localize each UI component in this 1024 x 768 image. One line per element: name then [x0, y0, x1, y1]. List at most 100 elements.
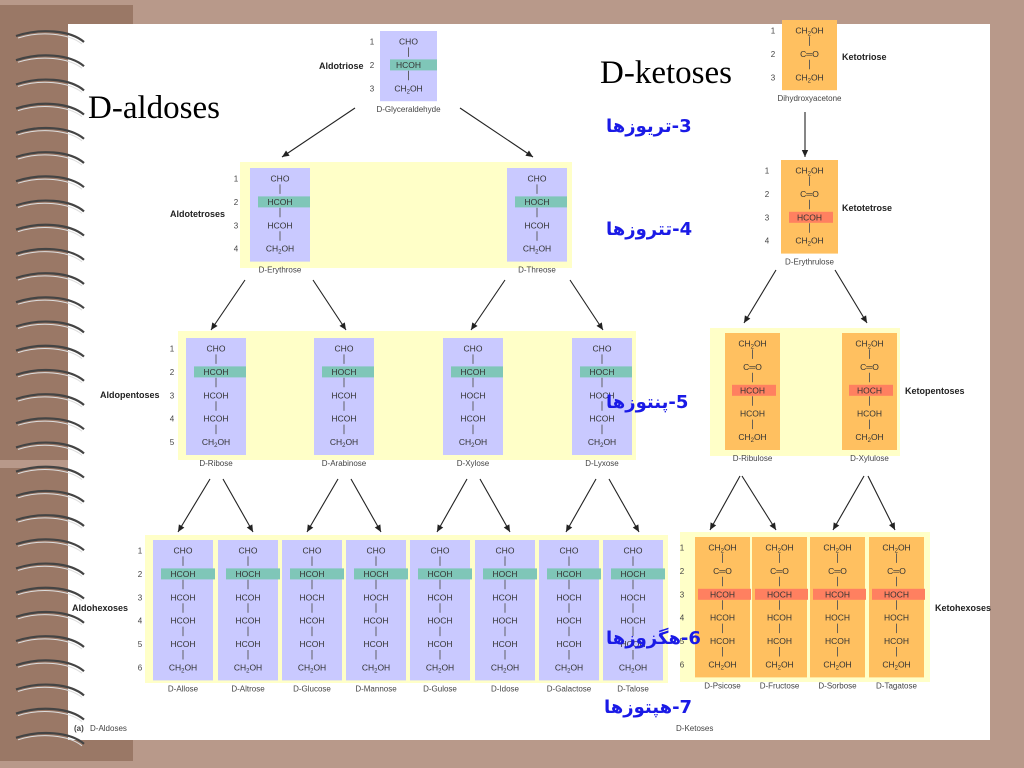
spiral-coil — [15, 320, 85, 334]
structure-row: HCOH — [427, 639, 452, 649]
arrowhead — [211, 322, 218, 330]
structure-row: CH2OH — [765, 660, 793, 672]
structure-row: CH2OH — [823, 543, 851, 555]
carbon-number: 2 — [771, 50, 776, 59]
structure-row: HCOH — [492, 592, 517, 602]
aldotriose-label: Aldotriose — [319, 61, 364, 71]
spiral-coil-highlight — [17, 251, 83, 263]
structure-row: CH2OH — [795, 72, 823, 84]
carbon-number: 3 — [765, 213, 770, 222]
structure-row: CH2OH — [855, 339, 883, 351]
structure-row: CH2OH — [523, 244, 551, 256]
structure-row: HOCH — [620, 592, 645, 602]
spiral-coil — [15, 344, 85, 358]
structure-name: D-Talose — [617, 684, 649, 693]
arrow-line — [834, 269, 868, 324]
spiral-coil — [15, 731, 85, 745]
structure-row: C═O — [800, 189, 819, 199]
structure-row: CHO — [239, 546, 258, 556]
arrow-line — [470, 279, 506, 331]
structure-row: CHO — [207, 344, 226, 354]
hexoses-label: 6-هگزوزها — [606, 628, 701, 649]
structure-row: CHO — [593, 344, 612, 354]
structure-row: HCOH — [170, 616, 195, 626]
structure-row: CH2OH — [882, 543, 910, 555]
highlight-band — [483, 568, 537, 580]
spiral-coil — [15, 223, 85, 237]
structure-row: C═O — [887, 566, 906, 576]
carbon-number: 5 — [138, 640, 143, 649]
spiral-coil-highlight — [17, 590, 83, 601]
structure-row: HOCH — [524, 197, 549, 207]
structure-row: CHO — [174, 546, 193, 556]
spiral-coil-highlight — [17, 299, 83, 311]
structure-row: CH2OH — [795, 236, 823, 248]
spiral-coil — [15, 441, 85, 455]
arrow-line — [867, 475, 896, 531]
carbon-number: 1 — [138, 547, 143, 556]
structure-row: HCOH — [620, 639, 645, 649]
structure-row: CH2OH — [738, 432, 766, 444]
structure-row: C═O — [713, 566, 732, 576]
carbon-number: 2 — [370, 61, 375, 70]
structure-row: CH2OH — [588, 437, 616, 449]
arrow-line — [312, 279, 347, 331]
structure-row: HOCH — [620, 616, 645, 626]
structure-row: CH2OH — [266, 244, 294, 256]
arrowhead — [307, 524, 314, 532]
spiral-coil-highlight — [17, 686, 83, 698]
spiral-coil — [15, 368, 85, 382]
structure-row: HCOH — [267, 220, 292, 230]
spiral-coil — [15, 151, 85, 164]
structure-row: HOCH — [556, 616, 581, 626]
structure-row: CHO — [399, 37, 418, 47]
structure-row: HOCH — [363, 592, 388, 602]
structure-row: HCOH — [556, 569, 581, 579]
structure-row: HOCH — [589, 390, 614, 400]
spiral-coil — [15, 489, 85, 503]
carbon-number: 3 — [170, 391, 175, 400]
spiral-coil-highlight — [17, 57, 83, 69]
spiral-coil-highlight — [17, 662, 83, 674]
structure-name: D-Glyceraldehyde — [376, 105, 441, 114]
highlight-band — [418, 568, 472, 580]
structure-row: HCOH — [460, 414, 485, 424]
structure-box — [782, 20, 837, 91]
arrowhead — [801, 150, 809, 157]
spiral-coil — [15, 247, 85, 261]
spiral-coil — [15, 54, 85, 68]
carbon-number: 3 — [370, 84, 375, 93]
structure-row: HOCH — [767, 589, 792, 599]
carbon-number: 3 — [138, 593, 143, 602]
structure-row: HCOH — [460, 367, 485, 377]
carbon-number: 1 — [234, 175, 239, 184]
carbon-number: 3 — [234, 221, 239, 230]
structure-row: HCOH — [767, 636, 792, 646]
structure-row: CH2OH — [394, 83, 422, 95]
structure-name: D-Erythrulose — [785, 258, 834, 267]
heptoses-label: 7-هپتوزها — [604, 697, 693, 718]
structure-row: HOCH — [825, 613, 850, 623]
structure-row: CH2OH — [298, 663, 326, 675]
carbon-number: 4 — [138, 617, 143, 626]
highlight-band — [161, 568, 215, 580]
arrowhead — [374, 524, 381, 532]
spiral-coil — [15, 635, 85, 648]
highlight-band — [789, 211, 833, 223]
arrow-line — [306, 478, 339, 533]
highlight-band — [755, 588, 808, 600]
carbon-number: 1 — [765, 167, 770, 176]
highlight-band — [872, 588, 925, 600]
structure-row: HCOH — [235, 616, 260, 626]
carbon-number: 2 — [680, 567, 685, 576]
aldotetroses-label: Aldotetroses — [170, 209, 226, 219]
arrow-line — [832, 475, 865, 531]
